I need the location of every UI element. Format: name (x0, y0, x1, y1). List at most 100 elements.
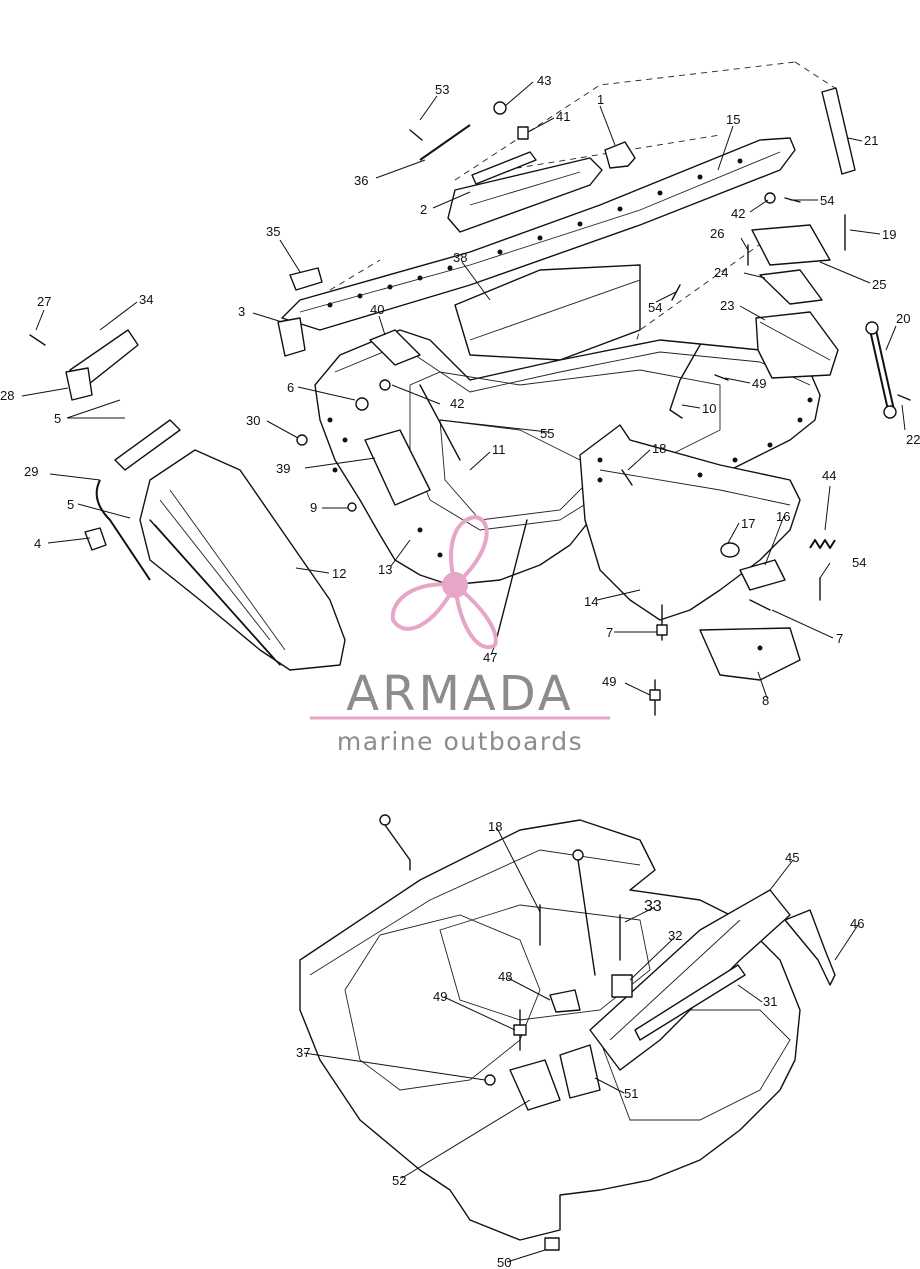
part-22-pin (897, 394, 911, 401)
callout-42-b: 42 (450, 396, 464, 411)
part-42-washer (379, 379, 391, 391)
callout-49-a: 49 (752, 376, 766, 391)
part-40-bracket (369, 329, 421, 366)
callout-15: 15 (726, 112, 740, 127)
callout-9: 9 (310, 500, 317, 515)
part-45-tray (589, 889, 791, 1071)
callout-40: 40 (370, 302, 384, 317)
callout-45: 45 (785, 850, 799, 865)
part-20-shock (869, 329, 889, 411)
callout-24: 24 (714, 265, 728, 280)
callout-54-c: 54 (852, 555, 866, 570)
callout-5-a: 5 (54, 411, 61, 426)
callout-52: 52 (392, 1173, 406, 1188)
part-4-clip (84, 527, 107, 551)
callout-42-a: 42 (731, 206, 745, 221)
lower-body-assembly (299, 814, 836, 1251)
leader-lines (21, 81, 906, 1263)
callout-10: 10 (702, 401, 716, 416)
part-46-latch (784, 909, 836, 986)
callout-14: 14 (584, 594, 598, 609)
part-1-bracket (604, 141, 636, 169)
callout-7-b: 7 (836, 631, 843, 646)
seat-well-left (344, 914, 541, 1091)
part-17-cap (720, 542, 740, 558)
callout-8: 8 (762, 693, 769, 708)
callout-49-c: 49 (433, 989, 447, 1004)
callout-20: 20 (896, 311, 910, 326)
callout-33: 33 (644, 898, 662, 915)
callout-17: 17 (741, 516, 755, 531)
body-shell-outer (299, 819, 801, 1241)
propeller-icon (390, 514, 498, 649)
part-11-floor (439, 419, 601, 521)
callout-4: 4 (34, 536, 41, 551)
pin-center-head (572, 849, 584, 861)
part-6-washer (355, 397, 369, 411)
pin-left-head (379, 814, 391, 826)
part-51-hinge (559, 1044, 601, 1099)
part-41-bolt (517, 126, 529, 140)
callout-36: 36 (354, 173, 368, 188)
callout-2: 2 (420, 202, 427, 217)
upper-frame-assembly (29, 61, 911, 716)
callout-12: 12 (332, 566, 346, 581)
callout-27: 27 (37, 294, 51, 309)
part-25-block (751, 224, 831, 266)
callout-34: 34 (139, 292, 153, 307)
callout-35: 35 (266, 224, 280, 239)
callout-53: 53 (435, 82, 449, 97)
callout-30: 30 (246, 413, 260, 428)
callout-22: 22 (906, 432, 920, 447)
callout-18-a: 18 (652, 441, 666, 456)
callout-3: 3 (238, 304, 245, 319)
part-9-bolt (347, 502, 357, 512)
callout-39: 39 (276, 461, 290, 476)
callout-48: 48 (498, 969, 512, 984)
callout-55: 55 (540, 426, 554, 441)
callout-26: 26 (710, 226, 724, 241)
callout-32: 32 (668, 928, 682, 943)
callout-labels: 53 43 41 1 15 21 36 2 54 42 19 26 35 38 … (0, 73, 920, 1269)
part-10-bracket (669, 344, 701, 419)
callout-29: 29 (24, 464, 38, 479)
part-36-pin (419, 124, 471, 161)
watermark: ARMADA marine outboards (310, 514, 610, 756)
part-44-spring (809, 539, 836, 549)
part-48-bracket (549, 989, 581, 1013)
callout-6: 6 (287, 380, 294, 395)
top-rail-holes (327, 158, 743, 308)
part-52-plate (509, 1059, 561, 1111)
part-37-nut (484, 1074, 496, 1086)
callout-46: 46 (850, 916, 864, 931)
watermark-title: ARMADA (346, 666, 573, 722)
callout-31: 31 (763, 994, 777, 1009)
part-43-nut (493, 101, 507, 115)
part-12-bumper (139, 449, 346, 671)
callout-5-b: 5 (67, 497, 74, 512)
callout-37: 37 (296, 1045, 310, 1060)
callout-41: 41 (556, 109, 570, 124)
callout-43: 43 (537, 73, 551, 88)
callout-13: 13 (378, 562, 392, 577)
callout-11: 11 (492, 442, 506, 457)
callout-47: 47 (483, 650, 497, 665)
callout-18-b: 18 (488, 819, 502, 834)
callout-49-b: 49 (602, 674, 616, 689)
part-31-rail (634, 964, 746, 1041)
frame-side-holes (327, 397, 813, 651)
part-24-bracket (759, 269, 823, 305)
part-3-end-plate (277, 317, 306, 357)
part-7-bolt-b (749, 599, 771, 611)
part-8-rear-plate (699, 627, 801, 681)
watermark-subtitle: marine outboards (337, 727, 583, 756)
part-50-bolt (544, 1237, 560, 1251)
part-18-bolt-a (621, 469, 633, 486)
part-28-mount (65, 367, 93, 401)
callout-7-a: 7 (606, 625, 613, 640)
callout-54-a: 54 (820, 193, 834, 208)
callout-51: 51 (624, 1086, 638, 1101)
callout-44: 44 (822, 468, 836, 483)
callout-23: 23 (720, 298, 734, 313)
